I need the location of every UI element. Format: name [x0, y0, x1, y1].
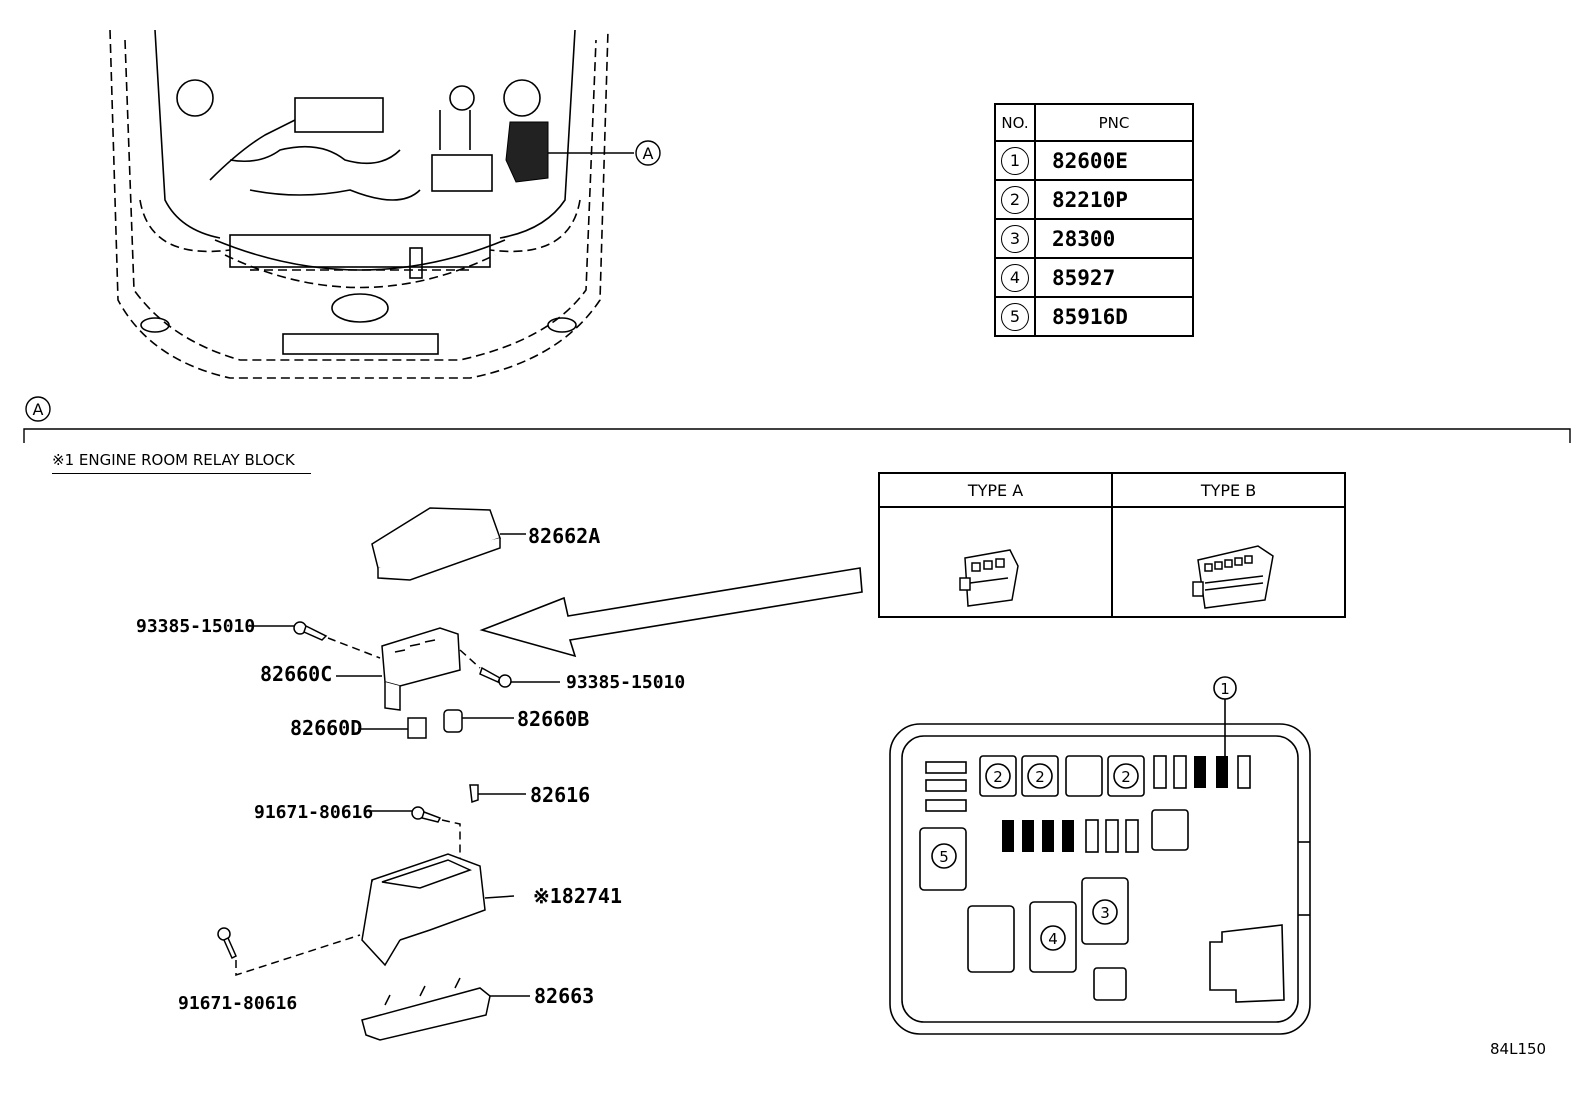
relay-block-type-b-icon	[1192, 545, 1274, 609]
type-a-illustration	[878, 506, 1113, 618]
table-row: 2 82210P	[994, 179, 1194, 220]
section-divider: A	[23, 396, 1571, 443]
engine-room-illustration: A	[109, 29, 661, 379]
section-marker: A	[33, 400, 44, 419]
table-row: 4 85927	[994, 257, 1194, 298]
part-label-bracket: ※182741	[533, 884, 623, 908]
callout-1: 1	[1220, 680, 1230, 698]
callout-2: 2	[1121, 768, 1131, 786]
callout-2: 2	[993, 768, 1003, 786]
part-label-fuse: 82616	[530, 783, 591, 807]
parts-illustration	[217, 507, 560, 1041]
row-number: 4	[1001, 263, 1029, 292]
part-label-holder: 82663	[534, 984, 595, 1008]
row-number: 2	[1001, 185, 1029, 214]
row-number: 1	[1001, 146, 1029, 175]
callout-a-label: A	[643, 144, 654, 163]
pnc-code: 85927	[1034, 257, 1194, 298]
callout-4: 4	[1048, 930, 1058, 948]
callout-3: 3	[1100, 904, 1110, 922]
type-table: TYPE A TYPE B	[878, 472, 1346, 618]
part-label-bolt-right: 93385-15010	[566, 672, 686, 693]
pnc-code: 28300	[1034, 218, 1194, 259]
part-label-bolt-left: 93385-15010	[136, 616, 256, 637]
pnc-code: 85916D	[1034, 296, 1194, 337]
part-label-bolt-upper: 91671-80616	[254, 802, 374, 823]
row-number: 3	[1001, 224, 1029, 253]
type-a-header: TYPE A	[878, 472, 1113, 508]
part-label-bolt-lower: 91671-80616	[178, 993, 298, 1014]
pnc-code: 82600E	[1034, 140, 1194, 181]
section-title: ※1 ENGINE ROOM RELAY BLOCK	[52, 451, 311, 474]
part-label-relay-b: 82660B	[517, 707, 590, 731]
pointer-arrow	[479, 567, 863, 658]
type-b-header: TYPE B	[1111, 472, 1346, 508]
relay-block-type-a-icon	[959, 549, 1019, 607]
row-number: 5	[1001, 302, 1029, 331]
drawing-code: 84L150	[1490, 1040, 1547, 1058]
table-row: 5 85916D	[994, 296, 1194, 337]
callout-5: 5	[939, 848, 949, 866]
table-row: 1 82600E	[994, 140, 1194, 181]
pnc-header-pnc: PNC	[1034, 103, 1194, 142]
part-label-block: 82660C	[260, 662, 333, 686]
type-b-illustration	[1111, 506, 1346, 618]
part-label-cover: 82662A	[528, 524, 601, 548]
relay-block-layout: 1 2 2 2 3 4 5	[889, 676, 1311, 1035]
pnc-code: 82210P	[1034, 179, 1194, 220]
pnc-header-no: NO.	[994, 103, 1036, 142]
table-row: 3 28300	[994, 218, 1194, 259]
pnc-table: NO. PNC 1 82600E 2 82210P 3 28300 4 8592…	[994, 103, 1194, 337]
callout-2: 2	[1035, 768, 1045, 786]
part-label-relay-d: 82660D	[290, 716, 363, 740]
